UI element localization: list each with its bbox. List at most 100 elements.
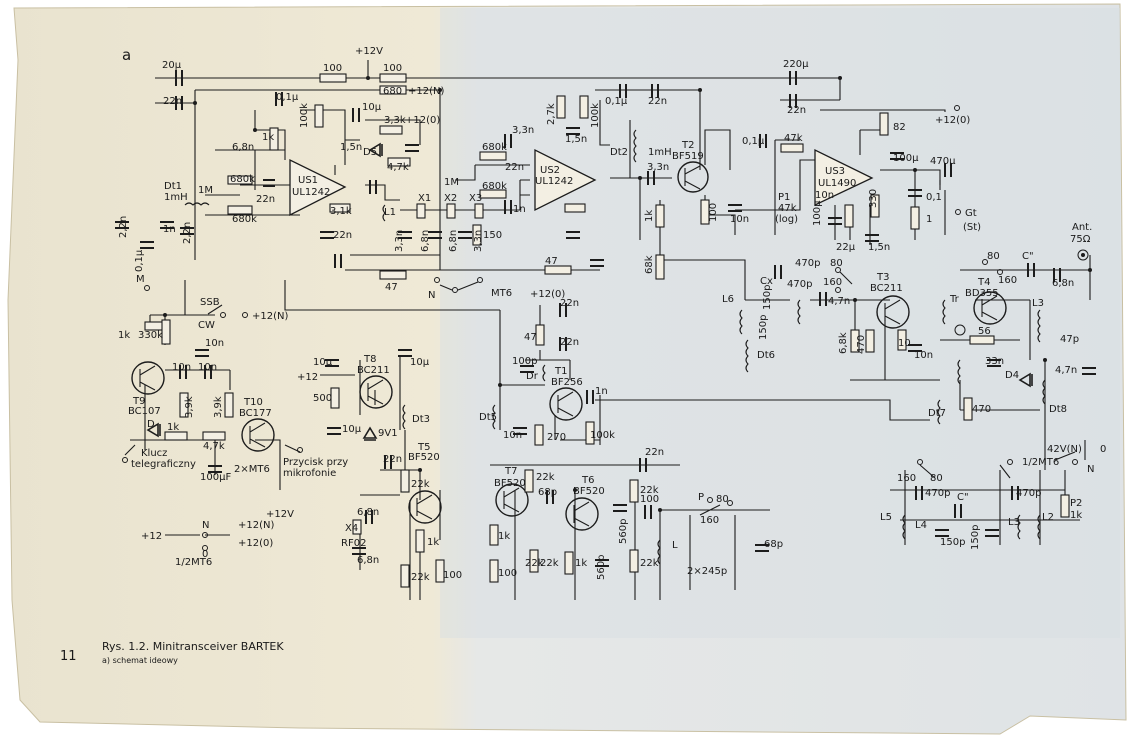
label-l3-a: L3 [1032, 298, 1044, 309]
inductors [184, 129, 1046, 565]
label-r-1m-a: 1M [198, 185, 213, 196]
op-amp-us2 [534, 148, 597, 212]
label-t2: T2 [681, 140, 694, 151]
label-r-22k-t6b: 22k [540, 558, 559, 569]
label-sw-mt6-half: 1/2MT6 [1022, 457, 1059, 468]
label-c-100uf: 100μF [200, 472, 231, 483]
diodes [146, 142, 1033, 441]
page-number: 11 [60, 649, 77, 664]
label-r-100k-a: 100k [299, 103, 310, 128]
label-x3: X3 [469, 193, 482, 204]
label-c-cx: Cx [760, 276, 773, 287]
label-r-160-t4: 160 [998, 275, 1017, 286]
label-c-01u-a: 0,1μ [276, 92, 299, 103]
transistor-t10 [241, 418, 275, 452]
label-ant: Ant. [1072, 222, 1092, 233]
label-c-22n-d: 22n [648, 96, 667, 107]
label-c-150p-c: 150p [940, 537, 965, 548]
label-r-22k-t6: 22k [640, 485, 659, 496]
label-rail-12o-a: +12(0) [405, 115, 440, 126]
label-c-68n: 6,8n [232, 142, 254, 153]
label-r-100-top: 100 [323, 63, 342, 74]
label-sw-n: N [428, 290, 435, 301]
label-rail-12n-ssb: +12(N) [252, 311, 288, 322]
label-c-22n-c: 2,2n [182, 222, 193, 244]
transistor-t6 [565, 497, 599, 531]
label-r-100-t2: 100 [708, 203, 719, 222]
corner-letter: a [122, 46, 131, 64]
label-t4: T4 [977, 277, 990, 288]
label-r-680k-c: 680k [482, 142, 507, 153]
label-t9: T9 [132, 396, 145, 407]
label-c-68n-x: 6,8n [420, 230, 431, 252]
label-us3-type: UL1490 [818, 178, 856, 189]
label-c-68n-x2: 6,8n [448, 230, 459, 252]
label-c-150p-d: 150p [970, 525, 981, 550]
label-t9-type: BC107 [128, 406, 161, 417]
label-c-cx-b: C" [957, 492, 969, 503]
label-r-1m-b: 1M [444, 177, 459, 188]
component-labels: 20μ 22n 100 100 680 +12(N) +12V 0,1μ 100… [118, 46, 1106, 583]
label-c-22n-tl: 22n [163, 96, 182, 107]
label-r-22n-b: 22n [333, 230, 352, 241]
label-us1: US1 [298, 175, 318, 186]
label-rail-12n-m: +12(N) [238, 520, 274, 531]
label-p2: P2 [1070, 498, 1082, 509]
label-r-56: 56 [978, 326, 991, 337]
label-c-10n-t3: 10n [914, 350, 933, 361]
label-r-39k-b: 3,9k [213, 396, 224, 418]
label-c-100p-t1: 100p [512, 356, 537, 367]
label-t1: T1 [554, 366, 567, 377]
label-rail-12o-t1: +12(0) [530, 289, 565, 300]
label-p1: P1 [778, 192, 790, 203]
label-l4: L4 [915, 520, 927, 531]
label-t10-type: BC177 [239, 408, 272, 419]
figure-caption-title: Rys. 1.2. Minitransceiver BARTEK [102, 640, 284, 653]
label-r-80-t4: 80 [987, 251, 1000, 262]
label-c-47n-b: 4,7n [1055, 365, 1077, 376]
label-r-1-b: 1 [926, 214, 932, 225]
label-przycisk: Przycisk przy [283, 457, 348, 468]
label-c-100-t6: 100 [640, 494, 659, 505]
transistor-t7 [495, 483, 529, 517]
label-c-22n-us2: 22n [505, 162, 524, 173]
label-m: M [136, 274, 145, 285]
label-sw-p160: 160 [700, 515, 719, 526]
label-dt2: Dt2 [610, 147, 628, 158]
label-c-560p-b: 560p [596, 555, 607, 580]
label-c-470u: 470μ [930, 156, 956, 167]
label-r-10-t3: 10 [898, 338, 911, 349]
label-c-10u-t8c: 10μ [410, 357, 430, 368]
label-dt6: Dt6 [757, 350, 775, 361]
label-l1: L1 [384, 207, 396, 218]
label-p2-val: 1k [1070, 510, 1082, 521]
op-amp-us3 [814, 148, 874, 207]
label-dt7: Dt7 [928, 408, 946, 419]
label-c-560p-a: 560p [618, 519, 629, 544]
label-d5: D5 [363, 147, 377, 158]
label-t3: T3 [876, 272, 889, 283]
label-us3: US3 [825, 166, 845, 177]
transistor-t3 [876, 295, 910, 329]
label-sw-mt6: MT6 [491, 288, 512, 299]
label-l5: L5 [880, 512, 892, 523]
label-c-15n-c: 1,5n [868, 242, 890, 253]
label-sw-p: P [698, 492, 704, 503]
label-c-cx-t4: C" [1022, 251, 1034, 262]
label-r-82: 82 [893, 122, 906, 133]
label-r-1k-a: 1k [262, 132, 274, 143]
label-rail-12-mode: +12 [141, 531, 162, 542]
label-r-100k-b: 100k [590, 103, 601, 128]
label-l3-b: L3 [1008, 517, 1020, 528]
label-c-15n-b: 1,5n [565, 134, 587, 145]
label-r-160: 160 [823, 277, 842, 288]
label-rail-12v-top: +12V [355, 46, 383, 57]
transistor-t5 [408, 490, 442, 524]
label-r-1k-t7: 1k [498, 531, 510, 542]
label-c-33n: 3,3n [394, 230, 405, 252]
label-t4-type: BD355 [965, 288, 999, 299]
label-c-20u: 20μ [162, 60, 182, 71]
label-r-33k: 3,3k [384, 115, 406, 126]
bleed-through-area [440, 8, 1120, 638]
